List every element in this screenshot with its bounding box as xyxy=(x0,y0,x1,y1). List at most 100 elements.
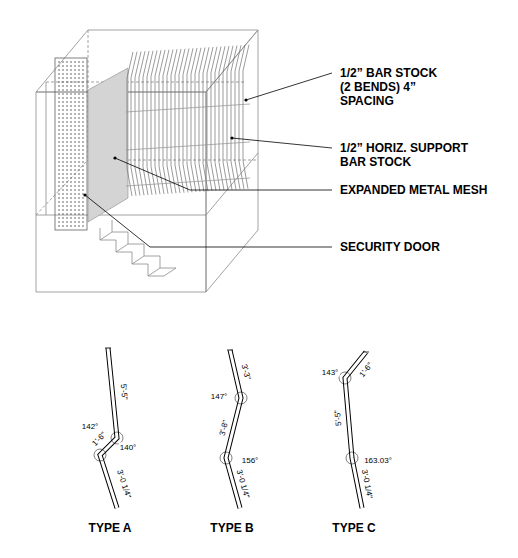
leader-dots xyxy=(83,98,247,196)
door-dot xyxy=(62,77,64,79)
door-dot xyxy=(70,105,72,107)
door-dot xyxy=(82,185,84,187)
door-dot xyxy=(58,161,60,163)
door-dot xyxy=(58,81,60,83)
door-dot xyxy=(78,133,80,135)
door-dot xyxy=(66,81,68,83)
door-dot xyxy=(62,129,64,131)
door-dot xyxy=(70,189,72,191)
door-dot xyxy=(58,225,60,227)
door-dot xyxy=(62,169,64,171)
bar-end xyxy=(363,352,369,353)
door-dot xyxy=(70,97,72,99)
door-dot xyxy=(82,81,84,83)
door-dot xyxy=(70,85,72,87)
door-dot xyxy=(62,201,64,203)
door-dot xyxy=(82,173,84,175)
bar-stock xyxy=(127,45,249,196)
door-dot xyxy=(62,69,64,71)
door-dot xyxy=(58,125,60,127)
door-dot xyxy=(74,189,76,191)
door-dot xyxy=(62,121,64,123)
door-dot xyxy=(82,93,84,95)
door-dot xyxy=(62,125,64,127)
door-dot xyxy=(78,93,80,95)
door-dot xyxy=(66,113,68,115)
door-dot xyxy=(70,201,72,203)
door-dot xyxy=(66,205,68,207)
door-dot xyxy=(74,165,76,167)
door-dot xyxy=(58,153,60,155)
door-dot xyxy=(74,61,76,63)
door-dot xyxy=(66,161,68,163)
door-dot xyxy=(58,197,60,199)
door-dot xyxy=(82,197,84,199)
door-dot xyxy=(78,149,80,151)
door-dot xyxy=(78,169,80,171)
door-dot xyxy=(82,129,84,131)
door-dot xyxy=(66,165,68,167)
angle-label: 143° xyxy=(321,368,340,377)
door-dot xyxy=(78,141,80,143)
door-dot xyxy=(58,209,60,211)
door-dot xyxy=(82,149,84,151)
door-dot xyxy=(62,81,64,83)
door-dot xyxy=(78,209,80,211)
door-dot xyxy=(62,149,64,151)
door-dot xyxy=(66,73,68,75)
door-dot xyxy=(78,65,80,67)
door-dot xyxy=(82,85,84,87)
angle-label: 140° xyxy=(119,443,138,452)
door-dot xyxy=(74,153,76,155)
door-dot xyxy=(62,109,64,111)
door-dot xyxy=(82,141,84,143)
door-dot xyxy=(70,133,72,135)
door-dot xyxy=(62,61,64,63)
bar-outline xyxy=(100,348,117,508)
door-dot xyxy=(82,153,84,155)
door-dot xyxy=(66,177,68,179)
door-dot xyxy=(74,121,76,123)
door-dot xyxy=(78,173,80,175)
door-dot xyxy=(82,125,84,127)
type-title: TYPE B xyxy=(210,521,253,535)
door-dot xyxy=(62,197,64,199)
door-dot xyxy=(70,89,72,91)
door-dot xyxy=(78,213,80,215)
door-dot xyxy=(58,157,60,159)
door-dot xyxy=(78,225,80,227)
door-dot xyxy=(66,169,68,171)
door-dot xyxy=(70,177,72,179)
door-dot xyxy=(58,177,60,179)
door-dot xyxy=(66,185,68,187)
door-dot xyxy=(78,69,80,71)
dimension-label: 3'-8" xyxy=(217,418,230,438)
door-dot xyxy=(70,217,72,219)
door-dot xyxy=(62,97,64,99)
door-dot xyxy=(62,93,64,95)
door-dot xyxy=(58,145,60,147)
dimension-label: 1'-6" xyxy=(89,429,108,448)
door-dot xyxy=(58,113,60,115)
door-dot xyxy=(62,85,64,87)
door-dot xyxy=(66,129,68,131)
door-dot xyxy=(82,157,84,159)
door-dot xyxy=(70,169,72,171)
dimension-label: 3'-3" xyxy=(239,362,252,382)
door-dot xyxy=(66,181,68,183)
door-dot xyxy=(66,197,68,199)
door-dot xyxy=(78,205,80,207)
door-dot xyxy=(82,161,84,163)
door-dot xyxy=(82,133,84,135)
door-dot xyxy=(74,173,76,175)
door-dot xyxy=(62,89,64,91)
door-dot xyxy=(82,73,84,75)
door-dot xyxy=(62,113,64,115)
door-dot xyxy=(82,213,84,215)
door-dot xyxy=(78,197,80,199)
door-dot xyxy=(58,189,60,191)
door-dot xyxy=(78,61,80,63)
door-dot xyxy=(70,193,72,195)
